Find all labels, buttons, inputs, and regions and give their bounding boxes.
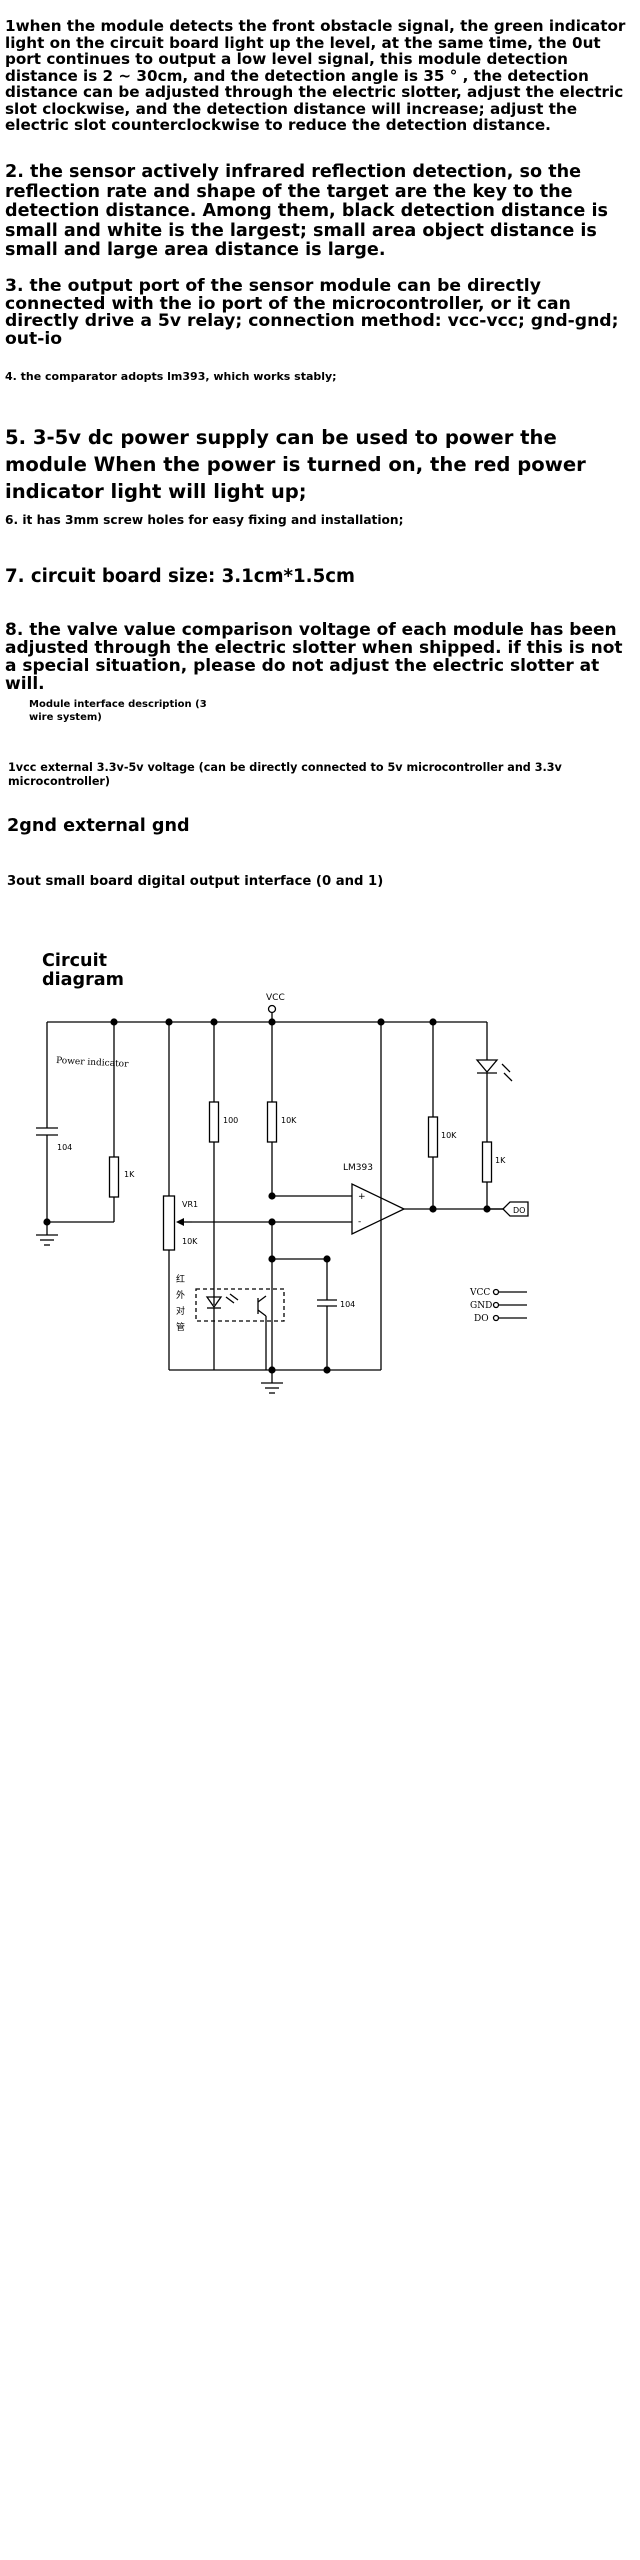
ir-char-4: 管: [176, 1321, 185, 1333]
pin-gnd-label: GND: [470, 1301, 492, 1311]
r100-label: 100: [223, 1116, 238, 1125]
paragraph-8: 8. the valve value comparison voltage of…: [5, 620, 623, 694]
interface-vcc: 1vcc external 3.3v-5v voltage (can be di…: [8, 761, 562, 788]
r1k-left-label: 1K: [124, 1170, 135, 1179]
paragraph-7: 7. circuit board size: 3.1cm*1.5cm: [5, 566, 355, 587]
paragraph-3: 3. the output port of the sensor module …: [5, 276, 619, 349]
r10k-right-label: 10K: [441, 1131, 457, 1140]
r1k-right-label: 1K: [495, 1156, 506, 1165]
ir-char-3: 对: [176, 1305, 185, 1317]
pin-vcc-label: VCC: [469, 1288, 490, 1298]
interface-heading: Module interface description (3 wire sys…: [29, 699, 207, 723]
minus-label: -: [358, 1217, 361, 1227]
paragraph-2: 2. the sensor actively infrared reflecti…: [5, 162, 608, 260]
pin-do-label: DO: [474, 1314, 489, 1324]
vr1-value-label: 10K: [182, 1237, 198, 1246]
r10k-mid-label: 10K: [281, 1116, 297, 1125]
c1-label: 104: [57, 1143, 72, 1152]
interface-out: 3out small board digital output interfac…: [7, 874, 384, 889]
power-indicator-label: Power indicator: [56, 1056, 129, 1070]
circuit-diagram: VCC Power indicator 104 1K 100 10K LM393…: [36, 993, 529, 1394]
plus-label: +: [358, 1192, 366, 1202]
paragraph-4: 4. the comparator adopts lm393, which wo…: [5, 370, 337, 383]
circuit-title: Circuit diagram: [42, 951, 124, 990]
ir-char-2: 外: [176, 1289, 185, 1301]
c2-label: 104: [340, 1300, 355, 1309]
vr1-label: VR1: [182, 1200, 198, 1209]
paragraph-6: 6. it has 3mm screw holes for easy fixin…: [5, 513, 404, 527]
vcc-label: VCC: [266, 993, 285, 1003]
ir-char-1: 红: [176, 1273, 185, 1285]
chip-label: LM393: [343, 1163, 373, 1173]
paragraph-1: 1when the module detects the front obsta…: [5, 17, 626, 134]
interface-gnd: 2gnd external gnd: [7, 816, 190, 836]
output-do-label: DO: [513, 1206, 525, 1215]
paragraph-5: 5. 3-5v dc power supply can be used to p…: [5, 426, 586, 503]
